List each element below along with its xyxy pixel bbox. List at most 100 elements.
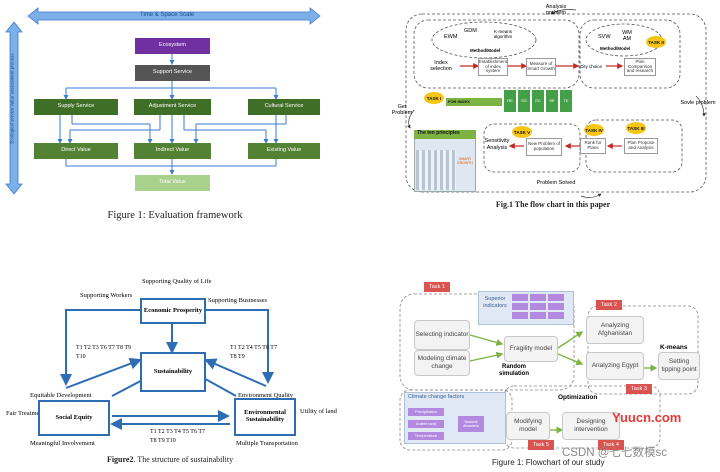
side-process-label: Ecological service value assessment proc…	[9, 53, 15, 144]
equitable-development-label: Equitable Development	[30, 392, 92, 399]
evaluation-framework-figure: Time & Space Scale Ecological service va…	[0, 0, 350, 236]
indicator-cell	[530, 303, 546, 310]
indicator-cell	[530, 312, 546, 319]
existing-value-box: Existing Value	[248, 143, 320, 159]
supply-service-box: Supply Service	[34, 99, 118, 115]
environmental-sustainability-box: Environmental Sustainability	[234, 398, 296, 436]
flow-chart-figure: Analysis problem Get Problem Sovle probl…	[386, 0, 720, 236]
precipitation-chip: Precipitation	[408, 408, 444, 416]
index-cells: RE SG EC SE TE	[504, 90, 572, 112]
measure-box: Measure of Smart Growth	[526, 58, 556, 76]
meaningful-involvement-label: Meaningful Involvement	[30, 440, 95, 447]
indicator-cell	[512, 294, 528, 301]
social-equity-box: Social Equity	[38, 400, 110, 436]
task-v-badge: TASK V	[512, 126, 532, 138]
gdm-label: GDM	[464, 28, 477, 34]
arable-land-chip: Arable land	[408, 420, 444, 428]
analyzing-afghanistan-box: Analyzing Afghanistan	[586, 316, 644, 344]
indicator-grid	[512, 294, 564, 319]
analysis-problem-label: Analysis problem	[545, 4, 567, 17]
task-5-tag: Task 5	[528, 440, 554, 450]
index-selection-label: Index selection	[430, 60, 452, 73]
task-3-tag: Task 3	[626, 384, 652, 394]
index-cell: SE	[546, 90, 558, 112]
economic-prosperity-box: Economic Prosperity	[140, 298, 206, 324]
total-value-box: Total Value	[135, 175, 210, 191]
indicator-cell	[548, 294, 564, 301]
environment-quality-label: Environment Quality	[238, 392, 294, 399]
sustainability-box: Sustainability	[140, 352, 206, 392]
cultural-service-box: Cultural Service	[248, 99, 320, 115]
multiple-transportation-label: Multiple Transportation	[236, 440, 298, 447]
sensitivity-label: Sensitivity Analysis	[484, 138, 510, 151]
direct-value-box: Direct Value	[34, 143, 118, 159]
selecting-indicator-box: Selecting indicator	[414, 320, 470, 350]
solve-problem-label: Sovle problem	[680, 100, 716, 106]
flow-chart-caption: Fig.1 The flow chart in this paper	[495, 200, 611, 209]
modifying-model-box: Modifying model	[506, 412, 550, 440]
designing-intervention-box: Designing intervention	[562, 412, 620, 440]
optimization-label: Optimization	[558, 394, 598, 401]
superior-indicators-label: Superior indicators	[483, 296, 507, 309]
grid-pattern	[416, 150, 456, 190]
establishment-box: Establishment of index system	[478, 58, 508, 76]
indicator-cell	[548, 312, 564, 319]
adjustment-service-box: Adjustment Service	[134, 99, 211, 115]
sustainability-structure-figure: Supporting Quality of Life Supporting Wo…	[0, 236, 360, 472]
t-left-label: T1 T2 T3 T6 T7 T8 T9 T10	[76, 345, 132, 360]
ecosystem-box: Ecosystem	[135, 38, 210, 54]
ewm-label: EWM	[444, 34, 458, 40]
caption-text: . The structure of sustainability	[133, 455, 234, 464]
csdn-watermark: CSDN @七七数模sc	[562, 447, 667, 459]
problem-solved-label: Problem Solved	[536, 180, 576, 186]
quality-of-life-label: Supporting Quality of Life	[142, 278, 212, 285]
evaluation-framework-connectors	[5, 7, 321, 195]
supporting-workers-label: Supporting Workers	[80, 292, 133, 299]
index-bar-label: FOR INDEX	[448, 99, 470, 104]
smart-growth-label: SMART GROWTH	[457, 157, 473, 165]
t-bottom-label: T1 T2 T3 T4 T5 T6 T7 T8 T9 T10	[150, 429, 206, 444]
study-flowchart-connectors	[399, 293, 699, 451]
modeling-climate-box: Modeling climate change	[414, 350, 470, 376]
task-2-tag: Task 2	[596, 300, 622, 310]
fragility-model-box: Fragility model	[504, 336, 558, 362]
t-right-label: T1 T2 T4 T5 T6 T7 T8 T9	[230, 345, 277, 360]
task-ii-badge: TASK II	[646, 36, 666, 48]
task-iii-badge: TASK III	[626, 122, 646, 134]
utility-of-land-label: Utility of land	[300, 408, 337, 415]
wm-am-label: WM AM	[622, 30, 632, 43]
method-model-label-2: Method/Model	[600, 46, 631, 51]
index-bar	[446, 98, 502, 106]
method-model-label-1: Method/Model	[470, 48, 501, 53]
plan-comparison-box: Plan Comparison and research	[624, 58, 656, 76]
supporting-businesses-label: Supporting Businesses	[208, 297, 268, 304]
evaluation-framework-caption: Figure 1: Evaluation framework	[107, 210, 243, 221]
site-watermark: Yuucn.com	[612, 410, 682, 425]
task-1-tag: Task 1	[424, 282, 450, 292]
plan-propose-box: Plan Propose and Analysis	[624, 138, 658, 154]
task-iv-badge: TASK IV	[584, 124, 604, 136]
fair-treatment-label: Fair Treatment	[6, 410, 45, 417]
kmeans-label: K-means	[660, 344, 688, 351]
random-simulation-label: Random simulation	[498, 364, 529, 378]
svw-label: SVW	[598, 34, 611, 40]
task-4-tag: Task 4	[598, 440, 624, 450]
caption-figure-number: Figure2	[106, 455, 134, 464]
get-problem-label: Get Problem	[391, 104, 413, 117]
study-flowchart-caption: Figure 1: Flowchart of our study	[492, 458, 605, 467]
index-cell: TE	[560, 90, 572, 112]
temperature-chip: Temperature	[408, 432, 444, 440]
city-choice-label: City choice	[580, 64, 603, 69]
climate-factors-label: Climate change factors	[408, 394, 465, 400]
kmeans-algorithm-label: K-means algorithm	[493, 29, 513, 39]
new-problem-box: New Problem of population	[526, 138, 562, 156]
task-i-badge: TASK I	[424, 92, 444, 104]
analyzing-egypt-box: Analyzing Egypt	[586, 352, 644, 380]
index-cell: EC	[532, 90, 544, 112]
support-service-box: Support Service	[135, 65, 210, 81]
ten-principles-header: The ten principles	[414, 130, 476, 139]
indicator-cell	[512, 312, 528, 319]
index-cell: RE	[504, 90, 516, 112]
indirect-value-box: Indirect Value	[134, 143, 211, 159]
study-flowchart-figure: Task 1 Superior indicators Selecting ind…	[382, 236, 720, 472]
